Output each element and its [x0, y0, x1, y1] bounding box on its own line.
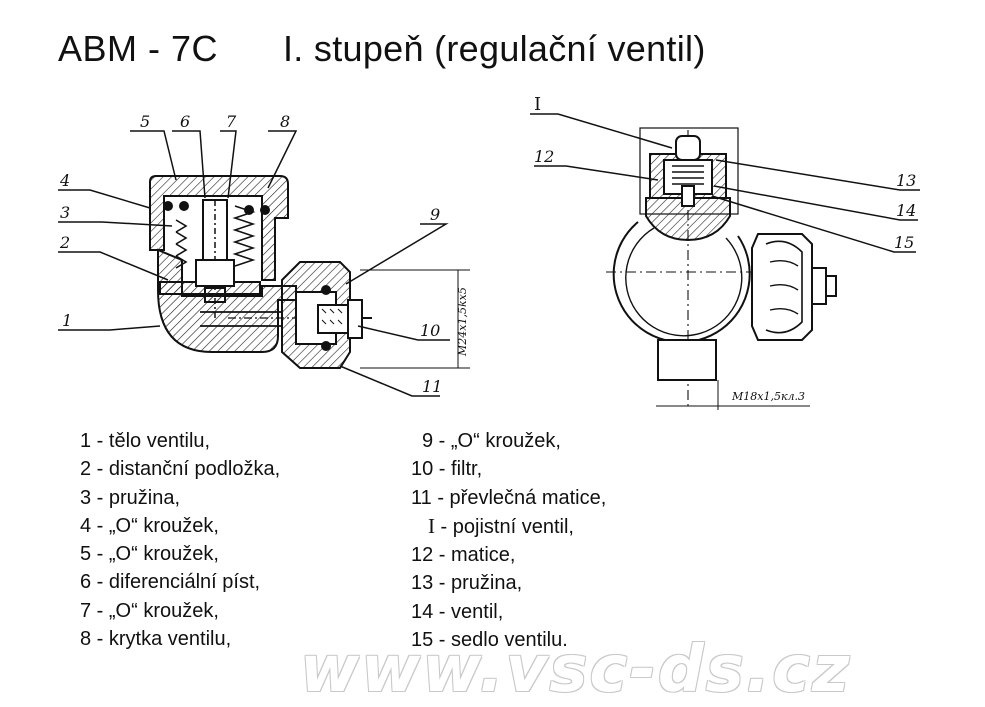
regulator-side-view	[606, 127, 837, 410]
callout-14: 14	[896, 201, 916, 220]
legend-item: 2 - distanční podložka,	[80, 458, 281, 481]
thread-dimension-side: M18x1,5кл.3	[731, 390, 805, 403]
legend-item: 14 - ventil,	[411, 600, 504, 623]
legend-item: 6 - diferenciální píst,	[80, 571, 261, 594]
page-title-stage: I. stupeň (regulační ventil)	[283, 28, 706, 69]
callout-9: 9	[430, 205, 440, 224]
legend-item: 11 - převlečná matice,	[411, 486, 607, 509]
legend-item: 7 - „O“ kroužek,	[80, 599, 219, 622]
legend-item: 1 - tělo ventilu,	[80, 430, 211, 452]
callout-1: 1	[62, 311, 72, 330]
callout-10: 10	[420, 321, 440, 340]
callout-12: 12	[534, 147, 554, 166]
regulator-section-view	[149, 175, 470, 369]
callout-11: 11	[422, 377, 442, 396]
callout-2: 2	[59, 233, 70, 252]
legend-item: 5 - „O“ kroužek,	[80, 543, 219, 566]
callout-3: 3	[60, 203, 70, 222]
legend-item: 10 - filtr,	[411, 458, 483, 481]
callout-I: I	[534, 94, 541, 115]
legend-item: I - pojistní ventil,	[428, 513, 574, 538]
legend-item: 3 - pružina,	[80, 486, 181, 509]
thread-dimension-main: M24x1,5kx5	[456, 287, 469, 357]
callout-7: 7	[226, 112, 237, 131]
legend-item: 8 - krytka ventilu,	[80, 628, 232, 651]
legend-item: 4 - „O“ kroužek,	[80, 514, 219, 537]
legend-item: 15 - sedlo ventilu.	[411, 629, 568, 652]
leader-lines-left	[58, 130, 450, 397]
callout-4: 4	[59, 171, 70, 190]
watermark-url: www.vsc-ds.cz	[300, 633, 852, 707]
legend-item: 12 - matice,	[411, 544, 516, 567]
leader-lines-right	[530, 113, 920, 253]
callout-8: 8	[280, 112, 290, 131]
legend-item: 9 - „O“ kroužek,	[422, 430, 561, 452]
page-title-model: ABM - 7C	[58, 28, 219, 69]
callout-15: 15	[894, 233, 914, 252]
callout-6: 6	[180, 112, 190, 131]
callout-5: 5	[140, 112, 150, 131]
callout-13: 13	[896, 171, 916, 190]
parts-legend-left: 1 - tělo ventilu, 2 - distanční podložka…	[80, 427, 280, 653]
legend-item: 13 - pružina,	[411, 572, 523, 595]
parts-legend-right: 9 - „O“ kroužek, 10 - filtr, 11 - převle…	[411, 427, 606, 654]
